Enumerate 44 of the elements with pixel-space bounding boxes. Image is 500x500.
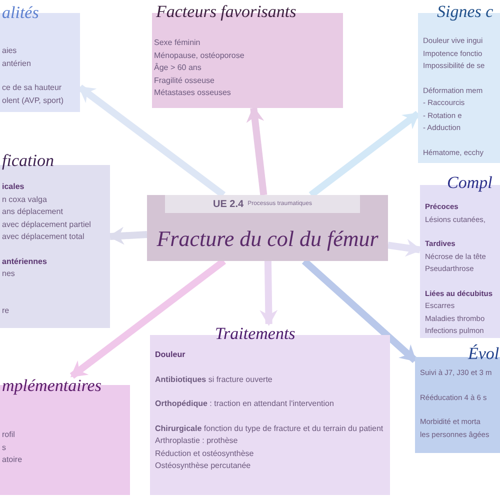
section-title: Signes c [437,2,494,22]
main-title: Fracture du col du fémur [156,224,378,253]
card-text: Ostéosynthèse percutanée [155,460,252,472]
card-text: Ménopause, ostéoporose [154,50,246,62]
card-text: aies [2,45,18,57]
card-text: Orthopédique : traction en attendant l'intervention [155,398,335,410]
unit-code: UE 2.4 [213,198,244,212]
card-text: avec déplacement partiel [2,218,92,231]
card-text: avec déplacement total [2,231,86,243]
center-box [147,195,388,261]
card-text: Arthroplastie : prothèse [155,435,239,447]
card-text: Âge > 60 ans [154,62,202,74]
card-text: re [2,304,10,316]
card-text: Antibiotiques si fracture ouverte [155,374,274,386]
section-title: fication [2,151,54,171]
section-title: Facteurs favorisants [156,2,296,22]
card-text: nes [2,268,16,280]
section-title: Évol [468,344,500,364]
card-text: antériennes [2,256,48,268]
arrow [388,238,422,257]
section-title: alités [2,3,39,23]
card-text: Douleur [155,349,186,361]
arrow [308,110,420,198]
section-title: Traitements [215,324,296,344]
section-title: Compl [447,173,492,193]
card-text: Réduction et ostéosynthèse [155,448,255,460]
card-text: s [2,442,7,454]
card-text: ce de sa hauteur [2,82,63,94]
topic-band [165,195,360,213]
arrow [260,260,278,326]
arrow [108,226,148,245]
arrow [246,106,268,196]
card-text: Sexe féminin [154,37,202,49]
card-text: n coxa valga [2,194,48,206]
section-title: mplémentaires [2,376,102,396]
card-text: Métastases osseuses [154,87,232,99]
card-text: icales [2,181,26,193]
card-text: antérien [2,58,32,70]
card-text: rofil [2,429,16,441]
card-text: olent (AVP, sport) [2,94,65,107]
card-text: Chirurgicale fonction du type de fracture et du terrain du patient [155,422,384,435]
card-text: ans déplacement [2,206,64,218]
card-text: Fragilité osseuse [154,74,216,87]
card-text: atoire [2,454,24,466]
